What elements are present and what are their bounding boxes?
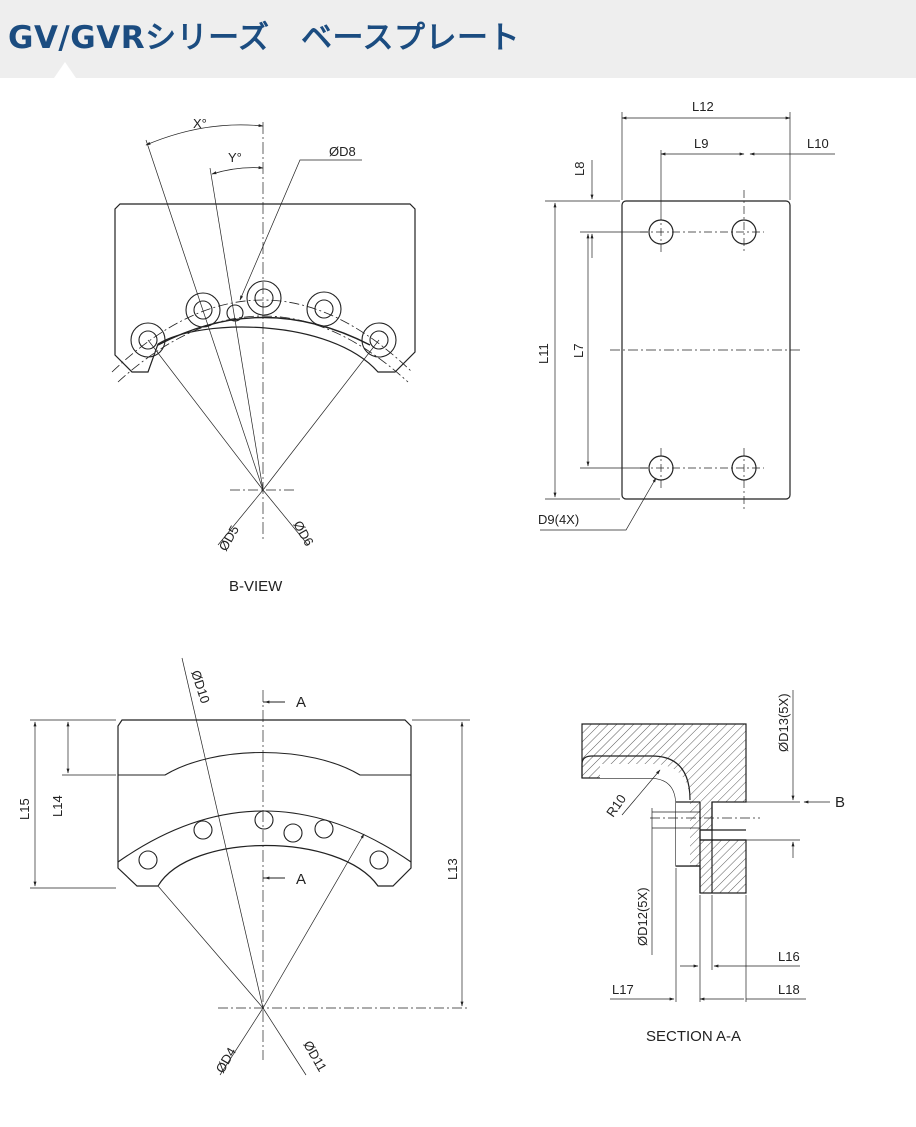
header-notch — [54, 62, 76, 78]
label-l18: L18 — [778, 982, 800, 997]
label-l14: L14 — [50, 795, 65, 817]
b-view-labels: X° Y° ØD8 ØD5 ØD6 B-VIEW — [193, 116, 356, 595]
label-l11: L11 — [536, 343, 551, 364]
label-l13: L13 — [445, 858, 460, 880]
label-d11: ØD11 — [300, 1038, 329, 1074]
b-view-caption: B-VIEW — [229, 578, 283, 595]
label-cut-a-bottom: A — [296, 871, 306, 888]
label-b: B — [835, 794, 845, 811]
label-l17: L17 — [612, 982, 634, 997]
label-l12: L12 — [692, 99, 714, 114]
page-header: GV/GVRシリーズ ベースプレート — [0, 0, 916, 78]
label-l15: L15 — [17, 798, 32, 820]
label-l7: L7 — [571, 344, 586, 358]
label-y-angle: Y° — [228, 150, 242, 165]
side-view — [540, 112, 835, 531]
label-cut-a-top: A — [296, 694, 306, 711]
side-view-labels: L12 L9 L10 L8 L11 L7 D9(4X) — [536, 99, 829, 527]
b-view — [111, 122, 416, 546]
section-view-labels: ØD13(5X) B R10 ØD12(5X) L16 L17 L18 SECT… — [603, 693, 845, 1045]
label-l10: L10 — [807, 136, 829, 151]
label-d12: ØD12(5X) — [635, 887, 650, 946]
b-view-pitch-circle — [111, 299, 413, 373]
front-view-step — [118, 752, 411, 776]
label-l8: L8 — [572, 162, 587, 176]
b-view-holes — [130, 280, 397, 358]
b-view-construction-lines — [145, 122, 380, 546]
front-view-labels: ØD10 L15 L14 L13 ØD4 ØD11 A A — [17, 668, 460, 1075]
section-clear-channel — [600, 764, 690, 866]
label-d13: ØD13(5X) — [776, 693, 791, 752]
label-d6: ØD6 — [290, 518, 316, 549]
front-view — [30, 657, 470, 1076]
label-d4: ØD4 — [213, 1045, 239, 1076]
section-view — [581, 690, 830, 1002]
front-view-outline — [117, 719, 412, 887]
page-title: GV/GVRシリーズ ベースプレート — [8, 20, 520, 56]
b-view-inner-arc — [157, 316, 371, 346]
label-l16: L16 — [778, 949, 800, 964]
label-d5: ØD5 — [216, 523, 242, 554]
b-view-outline — [114, 203, 416, 373]
label-r10: R10 — [603, 792, 629, 820]
front-view-inner-arc — [117, 810, 412, 863]
label-l9: L9 — [694, 136, 708, 151]
section-caption: SECTION A-A — [646, 1028, 741, 1045]
label-d8: ØD8 — [329, 144, 356, 159]
front-view-holes — [138, 810, 389, 870]
label-d9: D9(4X) — [538, 512, 579, 527]
technical-drawing: X° Y° ØD8 ØD5 ØD6 B-VIEW — [17, 99, 845, 1076]
label-x-angle: X° — [193, 116, 207, 131]
